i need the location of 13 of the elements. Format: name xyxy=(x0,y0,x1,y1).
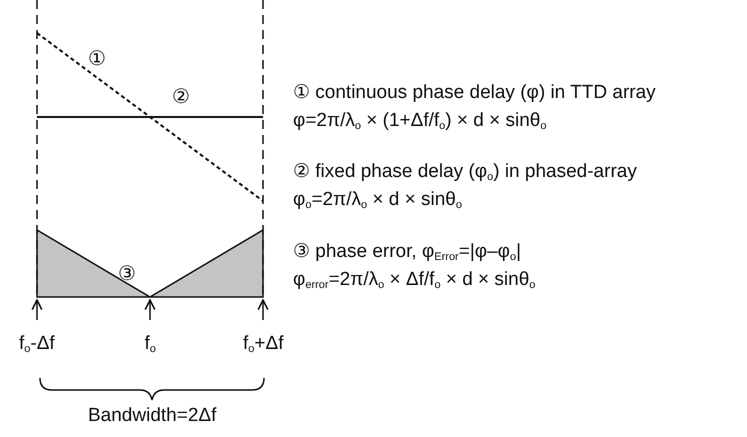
formula: φ$_{o}$=2π/λ$_{o}$ × d × sinθ$_{o}$ xyxy=(293,189,462,213)
formula: φ$_{error}$=2π/λ$_{o}$ × Δf/f$_{o}$ × d × sinθ$_{o}$ xyxy=(293,269,536,293)
legend-description: ③ phase error, φ$_{Error}$=|φ–φ$_{o}$| xyxy=(293,241,522,265)
legend-description: ② fixed phase delay (φ$_{o}$) in phased-array xyxy=(293,161,637,185)
callout-number: ① xyxy=(88,48,106,70)
legend-description: ① continuous phase delay (φ) in TTD array xyxy=(293,82,656,104)
formula: φ=2π/λ$_{o}$ × (1+Δf/f$_{o}$) × d × sinθ$_{o}$ xyxy=(293,110,546,134)
callout-number: ② xyxy=(172,86,190,108)
callout-number: ③ xyxy=(118,263,136,285)
frequency-label: f$_{o}$-Δf xyxy=(19,333,55,357)
frequency-label: f$_{o}$ xyxy=(144,333,156,357)
bandwidth-label: Bandwidth=2Δf xyxy=(88,405,216,427)
frequency-label: f$_{o}$+Δf xyxy=(243,333,284,357)
